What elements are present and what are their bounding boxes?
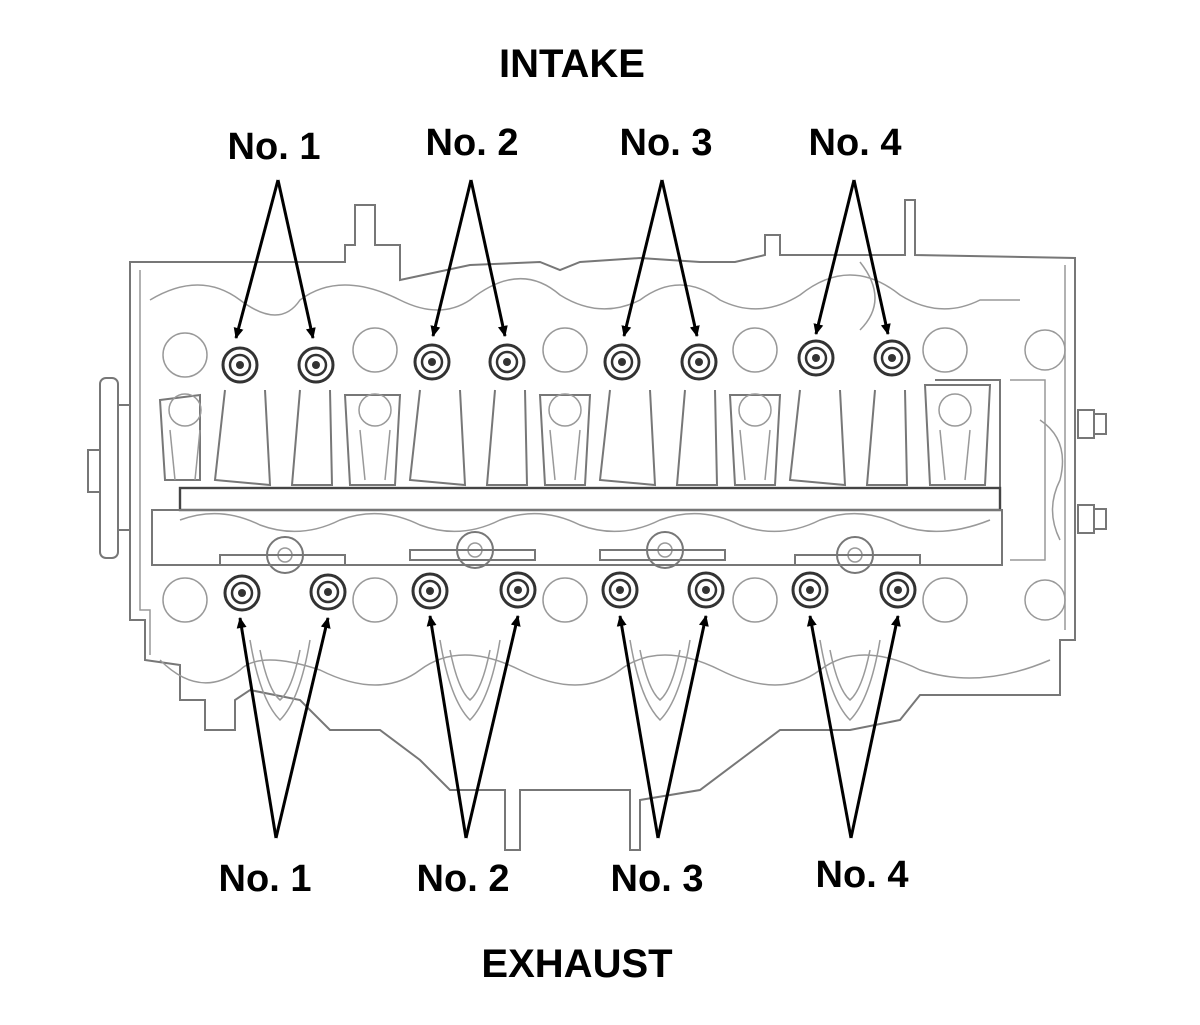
valve-adjuster-nut bbox=[687, 571, 725, 609]
exhaust-cylinder-1-label: No. 1 bbox=[218, 858, 312, 900]
valve-adjuster-nut bbox=[873, 339, 911, 377]
valve-adjuster-nut bbox=[413, 343, 451, 381]
intake-arrows bbox=[233, 179, 891, 339]
arrow bbox=[660, 179, 700, 337]
valve-adjuster-nut bbox=[411, 572, 449, 610]
exhaust-cylinder-3-label: No. 3 bbox=[610, 858, 704, 900]
arrow bbox=[806, 615, 853, 839]
valve-adjuster-nut bbox=[603, 343, 641, 381]
arrow bbox=[616, 615, 660, 839]
valve-adjuster-nut bbox=[499, 571, 537, 609]
arrow bbox=[426, 615, 468, 839]
cylinder-head-outline bbox=[87, 199, 1107, 851]
valve-adjuster-nut bbox=[309, 573, 347, 611]
exhaust-valve-nuts bbox=[223, 571, 917, 612]
arrow bbox=[621, 179, 664, 337]
arrow bbox=[430, 179, 473, 337]
valve-adjuster-nut bbox=[488, 343, 526, 381]
exhaust-cylinder-2-label: No. 2 bbox=[416, 858, 510, 900]
valve-adjuster-nut bbox=[221, 346, 259, 384]
valve-adjuster-nut bbox=[797, 339, 835, 377]
exhaust-label: EXHAUST bbox=[481, 942, 673, 986]
intake-cylinder-2-label: No. 2 bbox=[425, 122, 519, 164]
intake-cylinder-3-label: No. 3 bbox=[619, 122, 713, 164]
intake-cylinder-4-label: No. 4 bbox=[808, 122, 902, 164]
valve-adjuster-nut bbox=[879, 571, 917, 609]
valve-adjuster-nut bbox=[791, 571, 829, 609]
arrow bbox=[464, 615, 521, 839]
intake-cylinder-1-label: No. 1 bbox=[227, 126, 321, 168]
arrow bbox=[849, 615, 901, 839]
arrow bbox=[469, 179, 508, 337]
intake-valve-nuts bbox=[221, 339, 911, 384]
arrow bbox=[813, 179, 856, 335]
exhaust-arrows bbox=[236, 615, 901, 839]
valve-adjuster-nut bbox=[680, 343, 718, 381]
arrow bbox=[656, 615, 709, 839]
valve-adjuster-nut bbox=[601, 571, 639, 609]
arrow bbox=[274, 617, 331, 839]
arrow bbox=[276, 179, 316, 339]
intake-label: INTAKE bbox=[499, 42, 645, 86]
valve-adjuster-nut bbox=[223, 574, 261, 612]
exhaust-cylinder-4-label: No. 4 bbox=[815, 854, 909, 896]
arrow bbox=[236, 617, 278, 839]
valve-adjuster-nut bbox=[297, 346, 335, 384]
arrow bbox=[233, 179, 280, 339]
arrow bbox=[852, 179, 891, 335]
